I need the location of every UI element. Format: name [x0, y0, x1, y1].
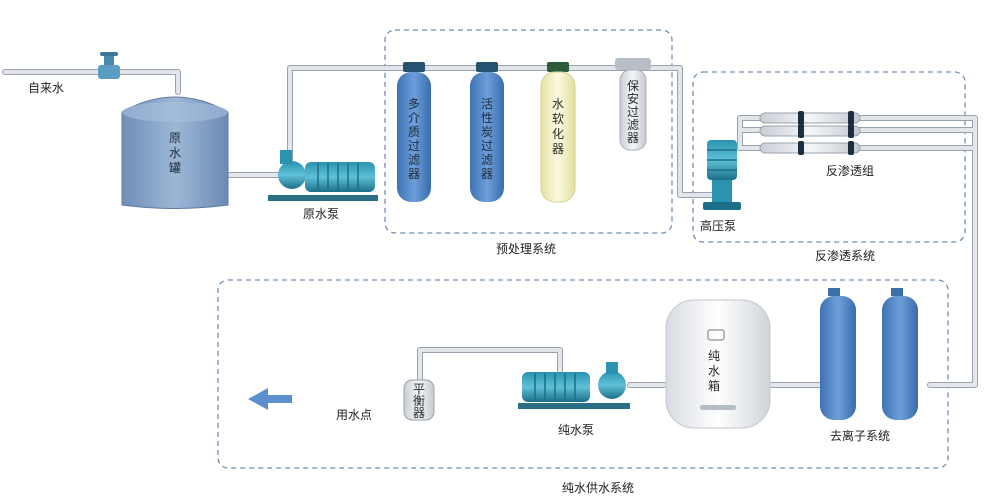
multi-media-filter-icon	[397, 62, 431, 202]
raw-pump-label: 原水泵	[303, 207, 339, 221]
water-point-label: 用水点	[336, 408, 372, 422]
multi-media-filter-label: 多 介 质 过 滤 器	[408, 97, 424, 181]
raw-tank-label: 原 水 罐	[169, 131, 185, 175]
activated-carbon-filter-icon	[470, 62, 504, 202]
pipes	[2, 65, 978, 388]
pure-water-tank-icon	[665, 299, 771, 429]
water-softener-icon	[540, 62, 576, 203]
pretreatment-frame	[384, 29, 673, 234]
high-pressure-pump-label: 高压泵	[700, 218, 736, 233]
deionization-tanks-icon	[820, 288, 918, 420]
pure-tank-label: 纯 水 箱	[708, 349, 724, 393]
water-softener-label: 水 软 化 器	[552, 97, 568, 156]
balancer-icon	[403, 379, 435, 421]
pure-supply-frame	[217, 279, 949, 469]
pure-water-pump-icon	[518, 362, 630, 409]
deionization-system-label: 去离子系统	[830, 428, 890, 443]
ro-membrane-group-icon	[759, 111, 861, 155]
outlet-arrow-icon	[248, 388, 292, 410]
pure-pump-label: 纯水泵	[558, 423, 594, 437]
raw-water-pump-icon	[268, 150, 378, 201]
activated-carbon-filter-label: 活 性 炭 过 滤 器	[481, 97, 497, 181]
balancer-label: 平 衡 器	[413, 382, 429, 420]
tap-water-label: 自来水	[28, 81, 64, 95]
ro-system-label: 反渗透系统	[815, 248, 875, 263]
ro-frame	[692, 71, 966, 243]
inlet-valve-icon	[98, 52, 120, 79]
security-filter-icon	[615, 58, 651, 151]
raw-water-tank-icon	[121, 96, 229, 209]
high-pressure-pump-icon	[703, 140, 741, 210]
ro-group-label: 反渗透组	[826, 163, 874, 178]
pure-supply-system-label: 纯水供水系统	[562, 481, 634, 495]
pretreatment-system-label: 预处理系统	[496, 242, 556, 256]
security-filter-label: 保 安 过 滤 器	[627, 79, 643, 145]
